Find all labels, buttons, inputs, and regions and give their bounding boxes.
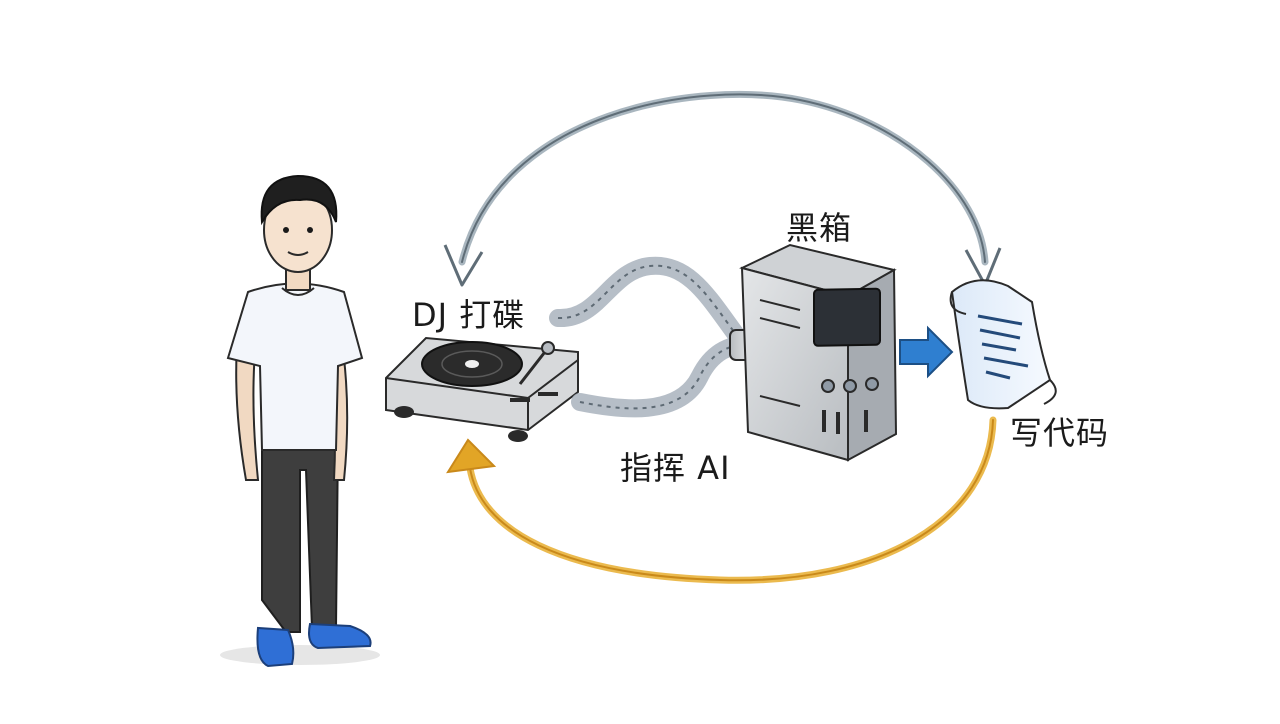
person-icon bbox=[220, 174, 380, 668]
label-black-box: 黑箱 bbox=[786, 209, 853, 247]
bottom-curved-arrow-icon bbox=[446, 416, 997, 584]
arrow-right-icon bbox=[899, 325, 954, 379]
computer-tower-icon bbox=[739, 243, 898, 462]
label-write-code: 写代码 bbox=[1010, 414, 1110, 452]
hose-icon bbox=[549, 256, 775, 418]
top-curved-arrow-icon bbox=[443, 90, 1002, 287]
label-command-ai: 指挥 AI bbox=[620, 449, 731, 487]
turntable-icon bbox=[385, 336, 579, 442]
code-scroll-icon bbox=[949, 279, 1057, 410]
label-dj-scratching: DJ 打碟 bbox=[412, 296, 526, 334]
